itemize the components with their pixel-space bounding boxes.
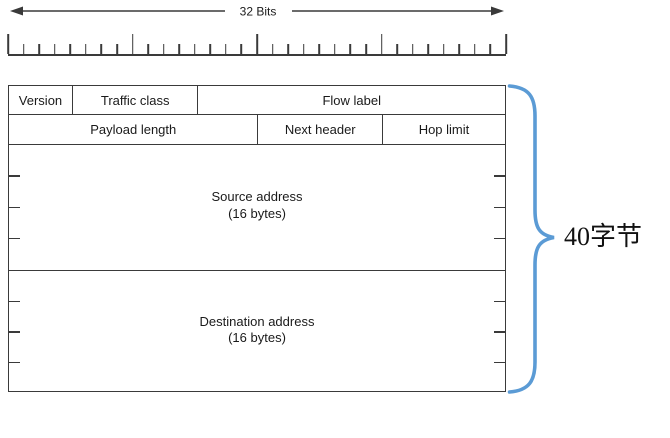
- major-tick: [380, 34, 383, 54]
- major-tick: [131, 34, 134, 54]
- minor-tick: [116, 44, 118, 54]
- word-boundary-tick: [9, 175, 20, 177]
- minor-tick: [349, 44, 352, 54]
- header-row-1: Version Traffic class Flow label: [9, 86, 505, 115]
- bits-label: 32 Bits: [240, 5, 277, 19]
- major-tick: [7, 34, 9, 54]
- forty-bytes-label: 40字节: [564, 222, 643, 251]
- source-address-subtitle: (16 bytes): [228, 205, 286, 221]
- minor-tick: [162, 44, 165, 54]
- minor-tick: [240, 44, 243, 54]
- destination-address-subtitle: (16 bytes): [228, 330, 286, 345]
- source-address-text: Source address (16 bytes): [211, 189, 302, 222]
- bit-ruler: [7, 34, 507, 56]
- minor-tick: [85, 44, 87, 54]
- field-traffic-class-label: Traffic class: [100, 92, 170, 108]
- major-tick: [505, 34, 507, 54]
- word-boundary-tick: [494, 237, 505, 240]
- word-boundary-tick: [494, 206, 505, 209]
- header-row-2: Payload length Next header Hop limit: [9, 115, 505, 145]
- minor-tick: [474, 44, 476, 54]
- field-version-label: Version: [18, 92, 63, 108]
- minor-tick: [396, 44, 398, 54]
- field-traffic-class: Traffic class: [73, 86, 199, 114]
- field-next-header: Next header: [258, 115, 383, 144]
- minor-tick: [178, 44, 180, 54]
- ipv6-header-table: Version Traffic class Flow label Payload…: [8, 85, 506, 392]
- minor-tick: [193, 44, 196, 54]
- field-version: Version: [9, 86, 73, 114]
- minor-tick: [442, 44, 445, 54]
- field-destination-address: Destination address (16 bytes): [9, 271, 505, 393]
- word-boundary-tick: [9, 237, 20, 240]
- field-hop-limit: Hop limit: [383, 115, 505, 144]
- field-next-header-label: Next header: [284, 122, 356, 137]
- bits-span-arrow: 32 Bits: [10, 5, 504, 19]
- arrowhead-left-icon: [10, 6, 23, 16]
- minor-tick: [100, 44, 103, 54]
- minor-tick: [209, 44, 212, 54]
- minor-tick: [334, 44, 336, 54]
- minor-tick: [302, 44, 305, 54]
- destination-address-text: Destination address (16 bytes): [200, 314, 315, 347]
- minor-tick: [147, 44, 149, 54]
- word-boundary-tick: [9, 331, 20, 333]
- minor-tick: [271, 44, 274, 54]
- minor-tick: [489, 44, 492, 54]
- minor-tick: [53, 44, 56, 54]
- major-tick: [256, 34, 258, 54]
- word-boundary-tick: [494, 175, 505, 177]
- minor-tick: [365, 44, 367, 54]
- minor-tick: [38, 44, 40, 54]
- field-hop-limit-label: Hop limit: [418, 122, 470, 137]
- source-address-title: Source address: [211, 189, 303, 204]
- minor-tick: [287, 44, 289, 54]
- word-boundary-tick: [9, 206, 20, 209]
- minor-tick: [22, 44, 25, 54]
- arrowhead-right-icon: [491, 6, 504, 16]
- word-boundary-tick: [494, 331, 505, 333]
- word-boundary-tick: [9, 300, 20, 303]
- minor-tick: [458, 44, 461, 54]
- minor-tick: [69, 44, 72, 54]
- word-boundary-tick: [9, 361, 20, 364]
- word-boundary-tick: [494, 300, 505, 303]
- minor-tick: [427, 44, 429, 54]
- field-source-address: Source address (16 bytes): [9, 145, 505, 271]
- field-payload-length: Payload length: [9, 115, 259, 144]
- minor-tick: [318, 44, 321, 54]
- field-flow-label: Flow label: [198, 86, 505, 114]
- minor-tick: [411, 44, 414, 54]
- brace-path: [507, 84, 555, 394]
- field-payload-length-label: Payload length: [90, 122, 177, 137]
- field-flow-label-label: Flow label: [322, 92, 381, 108]
- minor-tick: [225, 44, 227, 54]
- destination-address-title: Destination address: [199, 313, 315, 329]
- word-boundary-tick: [494, 361, 505, 364]
